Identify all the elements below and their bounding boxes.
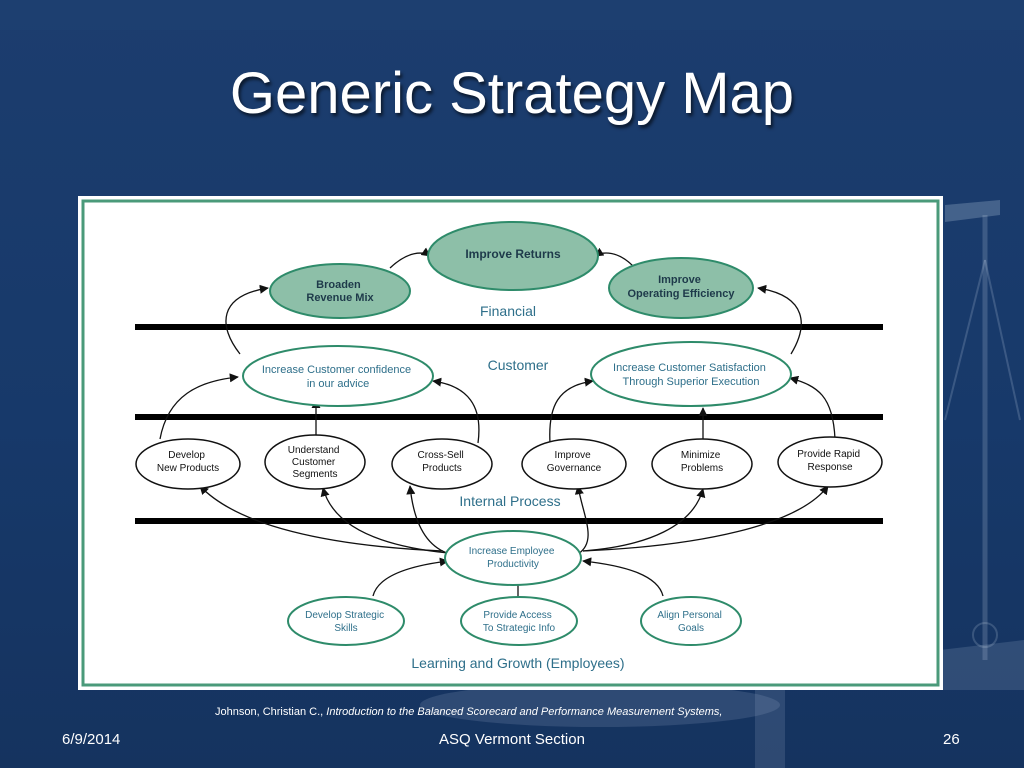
arrow-goals-to-productivity bbox=[582, 557, 664, 597]
node-improve-operating-efficiency: Improve Operating Efficiency bbox=[608, 257, 754, 319]
node-develop-strategic-skills: Develop Strategic Skills bbox=[287, 596, 405, 646]
arrow-rapid-to-satisfaction bbox=[789, 375, 836, 440]
node-provide-access-strategic-info: Provide Access To Strategic Info bbox=[460, 596, 578, 646]
figure-frame bbox=[81, 199, 940, 687]
separator-internal-learning bbox=[135, 518, 883, 524]
arrow-skills-to-productivity bbox=[372, 557, 449, 597]
svg-text:Understand Customer: Understand Customer Segments bbox=[288, 445, 342, 480]
separator-financial-customer bbox=[135, 324, 883, 330]
layer-label-internal-process: Internal Process bbox=[459, 493, 560, 509]
svg-text:Cross-Sell Products: Cross-Sell Products bbox=[418, 450, 467, 474]
strategy-map-figure: Improve Returns Broaden Revenue Mix Impr… bbox=[78, 196, 943, 690]
svg-text:Develop New Products: Develop New Products bbox=[157, 450, 219, 474]
footer-page-number: 26 bbox=[943, 731, 960, 748]
arrow-crosssell-to-confidence bbox=[432, 377, 480, 444]
svg-text:Increase Customer Satisfaction: Increase Customer Satisfaction Through S… bbox=[613, 362, 769, 388]
svg-text:Provide Access To Stra: Provide Access To Strategic Info bbox=[483, 610, 556, 634]
footer-date: 6/9/2014 bbox=[62, 731, 121, 748]
arrow-satisfaction-to-efficiency bbox=[757, 284, 802, 355]
node-customer-confidence: Increase Customer confidence in our advi… bbox=[242, 345, 434, 407]
svg-text:Increase Customer confidence: Increase Customer confidence in our advi… bbox=[262, 364, 414, 390]
arrow-productivity-to-governance bbox=[574, 485, 589, 555]
arrow-productivity-to-crosssell bbox=[406, 485, 451, 555]
layer-label-learning-growth: Learning and Growth (Employees) bbox=[411, 655, 624, 671]
node-cross-sell-products: Cross-Sell Products bbox=[391, 438, 493, 490]
arrow-productivity-to-minimize bbox=[582, 488, 706, 552]
node-customer-satisfaction: Increase Customer Satisfaction Through S… bbox=[590, 341, 792, 407]
layer-label-customer: Customer bbox=[488, 357, 549, 373]
node-broaden-revenue-mix: Broaden Revenue Mix bbox=[269, 263, 411, 319]
citation-title: Introduction to the Balanced Scorecard a… bbox=[326, 706, 723, 718]
node-align-personal-goals: Align Personal Goals bbox=[640, 596, 742, 646]
node-develop-new-products: Develop New Products bbox=[135, 438, 241, 490]
svg-text:Develop Strategic Skil: Develop Strategic Skills bbox=[305, 610, 387, 634]
node-improve-returns: Improve Returns bbox=[427, 221, 599, 291]
node-improve-governance: Improve Governance bbox=[521, 438, 627, 490]
svg-text:Provide Rapid Response: Provide Rapid Response bbox=[797, 449, 863, 473]
arrow-develop-to-confidence bbox=[159, 373, 239, 440]
node-minimize-problems: Minimize Problems bbox=[651, 438, 753, 490]
arrow-confidence-to-broaden bbox=[225, 284, 269, 355]
arrow-productivity-to-rapid bbox=[582, 485, 829, 552]
svg-text:Improve Operating Effi: Improve Operating Efficiency bbox=[628, 274, 736, 300]
separator-customer-internal bbox=[135, 414, 883, 420]
node-understand-customer-segments: Understand Customer Segments bbox=[264, 434, 366, 490]
svg-text:Increase Employee Prod: Increase Employee Productivity bbox=[469, 546, 557, 570]
arrow-efficiency-to-returns bbox=[594, 247, 634, 267]
arrow-productivity-to-understand bbox=[320, 487, 449, 554]
arrow-productivity-to-develop bbox=[199, 485, 444, 552]
footer-section: ASQ Vermont Section bbox=[439, 731, 585, 748]
arrow-governance-to-satisfaction bbox=[549, 377, 594, 444]
svg-text:Broaden Revenue Mix: Broaden Revenue Mix bbox=[306, 279, 374, 304]
svg-text:Improve Returns: Improve Returns bbox=[465, 247, 561, 261]
strategy-map-diagram: Improve Returns Broaden Revenue Mix Impr… bbox=[81, 199, 940, 687]
citation-author: Johnson, Christian C., bbox=[215, 706, 324, 718]
arrow-broaden-to-returns bbox=[389, 247, 431, 269]
svg-text:Minimize Problems: Minimize Problems bbox=[681, 450, 723, 474]
citation: Johnson, Christian C., Introduction to t… bbox=[215, 706, 723, 718]
node-increase-employee-productivity: Increase Employee Productivity bbox=[444, 530, 582, 586]
slide-title: Generic Strategy Map bbox=[229, 61, 795, 126]
svg-text:Align Personal Goals: Align Personal Goals bbox=[657, 610, 724, 634]
node-provide-rapid-response: Provide Rapid Response bbox=[777, 436, 883, 488]
svg-text:Improve Governance: Improve Governance bbox=[547, 450, 602, 474]
layer-label-financial: Financial bbox=[480, 303, 536, 319]
